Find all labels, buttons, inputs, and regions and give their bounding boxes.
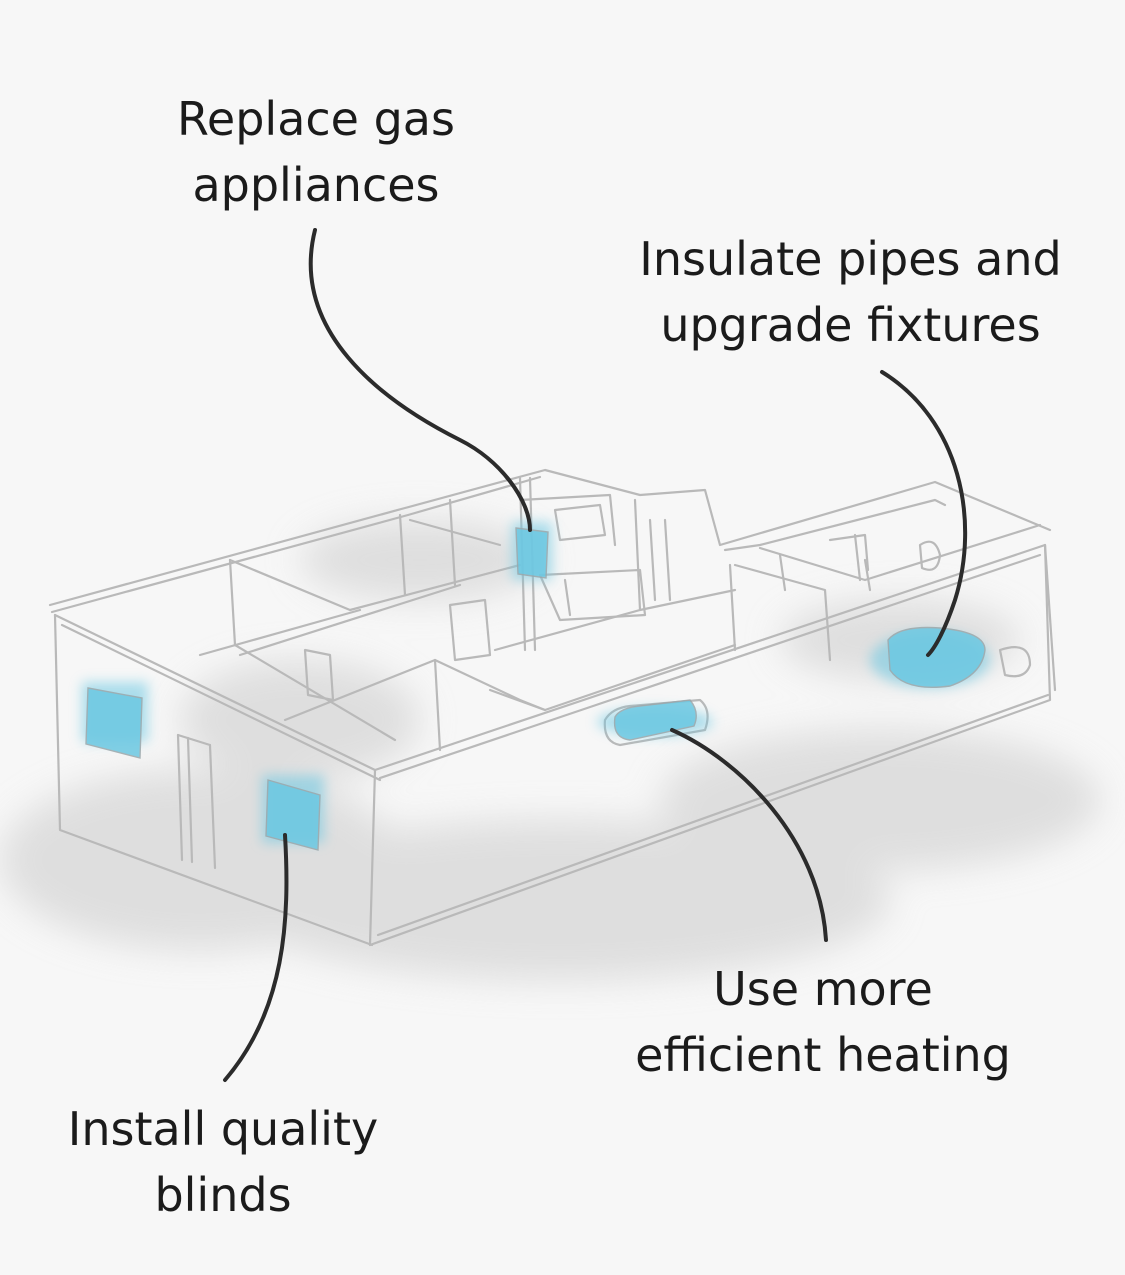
callout-install-blinds: Install quality blinds <box>28 1096 418 1228</box>
bathtub-highlight <box>887 626 986 688</box>
callout-insulate-pipes: Insulate pipes and upgrade fixtures <box>598 226 1103 358</box>
house-outline <box>48 468 1057 947</box>
leader-heating <box>670 728 828 942</box>
callout-blinds-line1: Install quality <box>67 1102 379 1156</box>
callout-blinds-line2: blinds <box>154 1168 292 1222</box>
heater-highlight <box>613 699 697 741</box>
appliance-highlight <box>515 527 549 579</box>
leader-pipes <box>880 370 968 657</box>
window-highlight-front <box>265 779 321 851</box>
highlights <box>82 522 990 851</box>
callout-gas-line2: appliances <box>192 158 440 212</box>
ground-shadow <box>0 520 1100 980</box>
callout-gas-line1: Replace gas <box>177 92 455 146</box>
callout-pipes-line1: Insulate pipes and <box>639 232 1062 286</box>
callout-efficient-heating: Use more efficient heating <box>598 956 1048 1088</box>
callout-heating-line1: Use more <box>713 962 933 1016</box>
window-highlight-left <box>85 687 143 759</box>
callout-replace-gas-appliances: Replace gas appliances <box>116 86 516 218</box>
callout-heating-line2: efficient heating <box>635 1028 1011 1082</box>
leader-lines <box>223 228 968 1082</box>
callout-pipes-line2: upgrade fixtures <box>660 298 1041 352</box>
leader-blinds <box>223 833 289 1082</box>
leader-gas <box>308 228 532 532</box>
